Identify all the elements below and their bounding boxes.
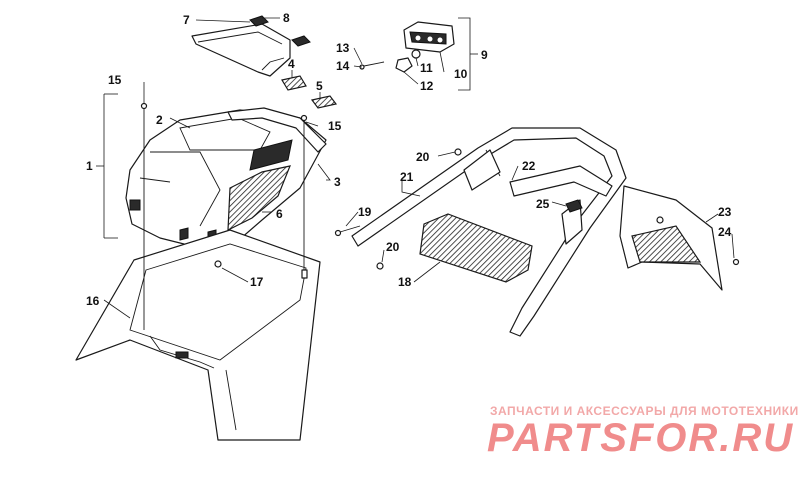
part-6-decal [227,139,293,231]
callout-24: 24 [718,225,732,239]
part-25-clip [565,199,583,213]
part-24-screw [732,258,740,266]
callout-25: 25 [536,197,550,211]
part-19-bolt [334,225,361,237]
part-16-tub [75,229,321,441]
callout-8: 8 [283,11,290,25]
part-8-clips [249,15,311,47]
callout-9: 9 [481,48,488,62]
callout-20-top: 20 [416,150,430,164]
callout-14: 14 [336,59,350,73]
callout-5: 5 [316,79,323,93]
part-21-bumper [351,127,627,337]
part-15-posts [140,102,308,330]
callout-23: 23 [718,205,732,219]
callout-6: 6 [276,207,283,221]
part-17-screw [214,260,222,268]
callout-20-bottom: 20 [386,240,400,254]
part-4-plate [281,75,307,91]
callout-10: 10 [454,67,468,81]
callout-13: 13 [336,41,350,55]
watermark-logo: PARTSFOR.RU [487,416,795,460]
callout-11: 11 [420,61,433,75]
part-2-hood [125,109,327,249]
callout-3: 3 [334,175,341,189]
part-13-14-screw [359,61,385,70]
callout-18: 18 [398,275,412,289]
callout-7: 7 [183,13,190,27]
callout-4: 4 [288,57,295,71]
callout-16: 16 [86,294,100,308]
callout-17: 17 [250,275,264,289]
callout-15-left: 15 [108,73,122,87]
part-11-bulb [411,49,421,59]
callout-2: 2 [156,113,163,127]
callout-12: 12 [420,79,434,93]
watermark-tagline: ЗАПЧАСТИ И АКСЕССУАРЫ ДЛЯ МОТОТЕХНИКИ [490,404,799,418]
part-18-pad [419,213,533,283]
part-7-plate [191,23,291,77]
callout-19: 19 [358,205,372,219]
leader-lines [96,17,735,319]
callout-21: 21 [400,170,414,184]
part-5-plate [310,95,338,109]
part-23-flap [619,185,723,291]
part-10-taillight [403,21,455,53]
callout-22: 22 [522,159,536,173]
part-22-bracket [509,165,613,197]
callout-labels: 1 2 3 4 5 6 7 8 9 10 11 12 13 14 15 15 1… [86,11,732,308]
callout-1: 1 [86,159,93,173]
part-3-rail [227,107,327,153]
callout-15-right: 15 [328,119,342,133]
part-12-socket [395,57,413,73]
